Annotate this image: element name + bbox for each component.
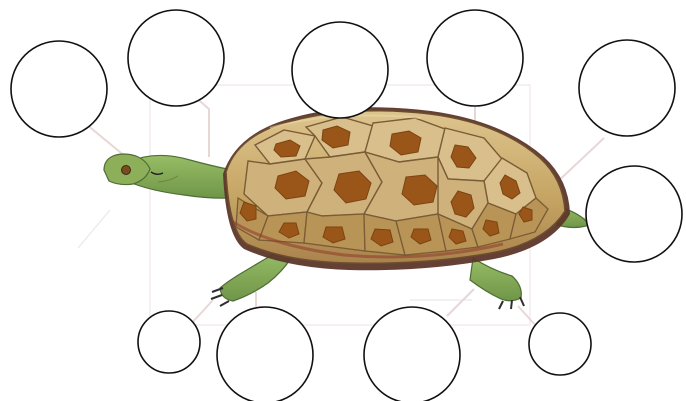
label-circle-shell-top[interactable]	[292, 22, 388, 118]
label-circle-tail[interactable]	[586, 166, 682, 262]
label-circle-rear-shell[interactable]	[579, 40, 675, 136]
label-circle-back-leg[interactable]	[364, 307, 460, 401]
label-circle-front-claw[interactable]	[138, 311, 200, 373]
label-circle-back-claw[interactable]	[529, 313, 591, 375]
label-circle-head[interactable]	[11, 41, 107, 137]
label-circle-scute[interactable]	[427, 10, 523, 106]
label-circle-front-leg[interactable]	[217, 307, 313, 401]
turtle-illustration	[104, 107, 589, 309]
label-circle-neck[interactable]	[128, 10, 224, 106]
